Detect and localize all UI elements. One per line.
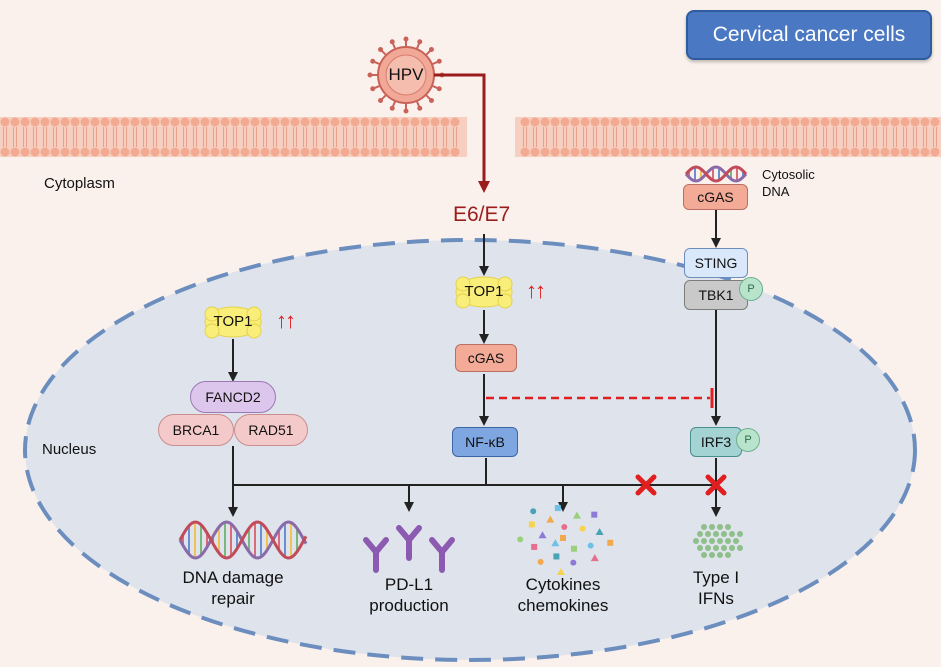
outcome-ifns-line1: Type I [692, 568, 740, 587]
outcome-pdl1: PD-L1 production [349, 574, 469, 616]
brca1-node: BRCA1 [158, 414, 234, 446]
top1-left-label: TOP1 [213, 313, 253, 330]
top1-center-shape [455, 276, 513, 309]
block-cross-icon [705, 474, 727, 496]
upregulation-arrows-center: ↑↑ [526, 278, 546, 303]
outcome-ifns-line2: IFNs [698, 589, 734, 608]
cell-membrane [0, 117, 941, 157]
outcome-pdl1-line1: PD-L1 [384, 575, 434, 594]
upregulation-arrows-left: ↑↑ [276, 308, 296, 333]
outcome-cytokines: Cytokines chemokines [503, 574, 623, 616]
rad51-node: RAD51 [234, 414, 308, 446]
phospho-badge-tbk1: P [739, 277, 763, 301]
nucleus-label: Nucleus [42, 441, 97, 458]
hpv-label: HPV [388, 65, 424, 84]
phospho-badge-irf3: P [736, 428, 760, 452]
cytokines-icon [517, 505, 614, 575]
cgas-center-node: cGAS [455, 344, 517, 372]
ifn-particles-icon [693, 524, 743, 558]
top1-center-label: TOP1 [464, 283, 504, 300]
hpv-virus-icon [367, 36, 445, 114]
outcome-ifns: Type I IFNs [656, 567, 776, 609]
irf3-node: IRF3 [690, 427, 742, 457]
nfkb-node: NF-κB [452, 427, 518, 457]
dna-helix-icon [178, 520, 308, 560]
tbk1-node: TBK1 [684, 280, 748, 310]
fancd2-node: FANCD2 [190, 381, 276, 413]
hpv-entry-arrow [434, 73, 490, 193]
cytosolic-dna-icon [684, 165, 748, 183]
outcome-dna-repair-line1: DNA damage [182, 568, 284, 587]
outcome-pdl1-line2: production [369, 596, 449, 615]
pdl1-receptor-icon [363, 525, 455, 573]
e6e7-label: E6/E7 [453, 203, 511, 226]
top1-left-shape [204, 306, 262, 339]
cytosolic-dna-label: Cytosolic DNA [762, 166, 815, 200]
cytoplasm-label: Cytoplasm [44, 175, 115, 192]
outcome-dna-repair: DNA damage repair [173, 567, 293, 609]
cytosolic-dna-line2: DNA [762, 184, 790, 199]
outcome-cytokines-line2: chemokines [517, 596, 609, 615]
outcome-cytokines-line1: Cytokines [525, 575, 601, 594]
cgas-right-node: cGAS [683, 184, 748, 210]
outcome-dna-repair-line2: repair [211, 589, 255, 608]
block-cross-icon [635, 474, 657, 496]
cytosolic-dna-line1: Cytosolic [762, 167, 815, 182]
figure-title: Cervical cancer cells [686, 10, 932, 60]
sting-node: STING [684, 248, 748, 278]
